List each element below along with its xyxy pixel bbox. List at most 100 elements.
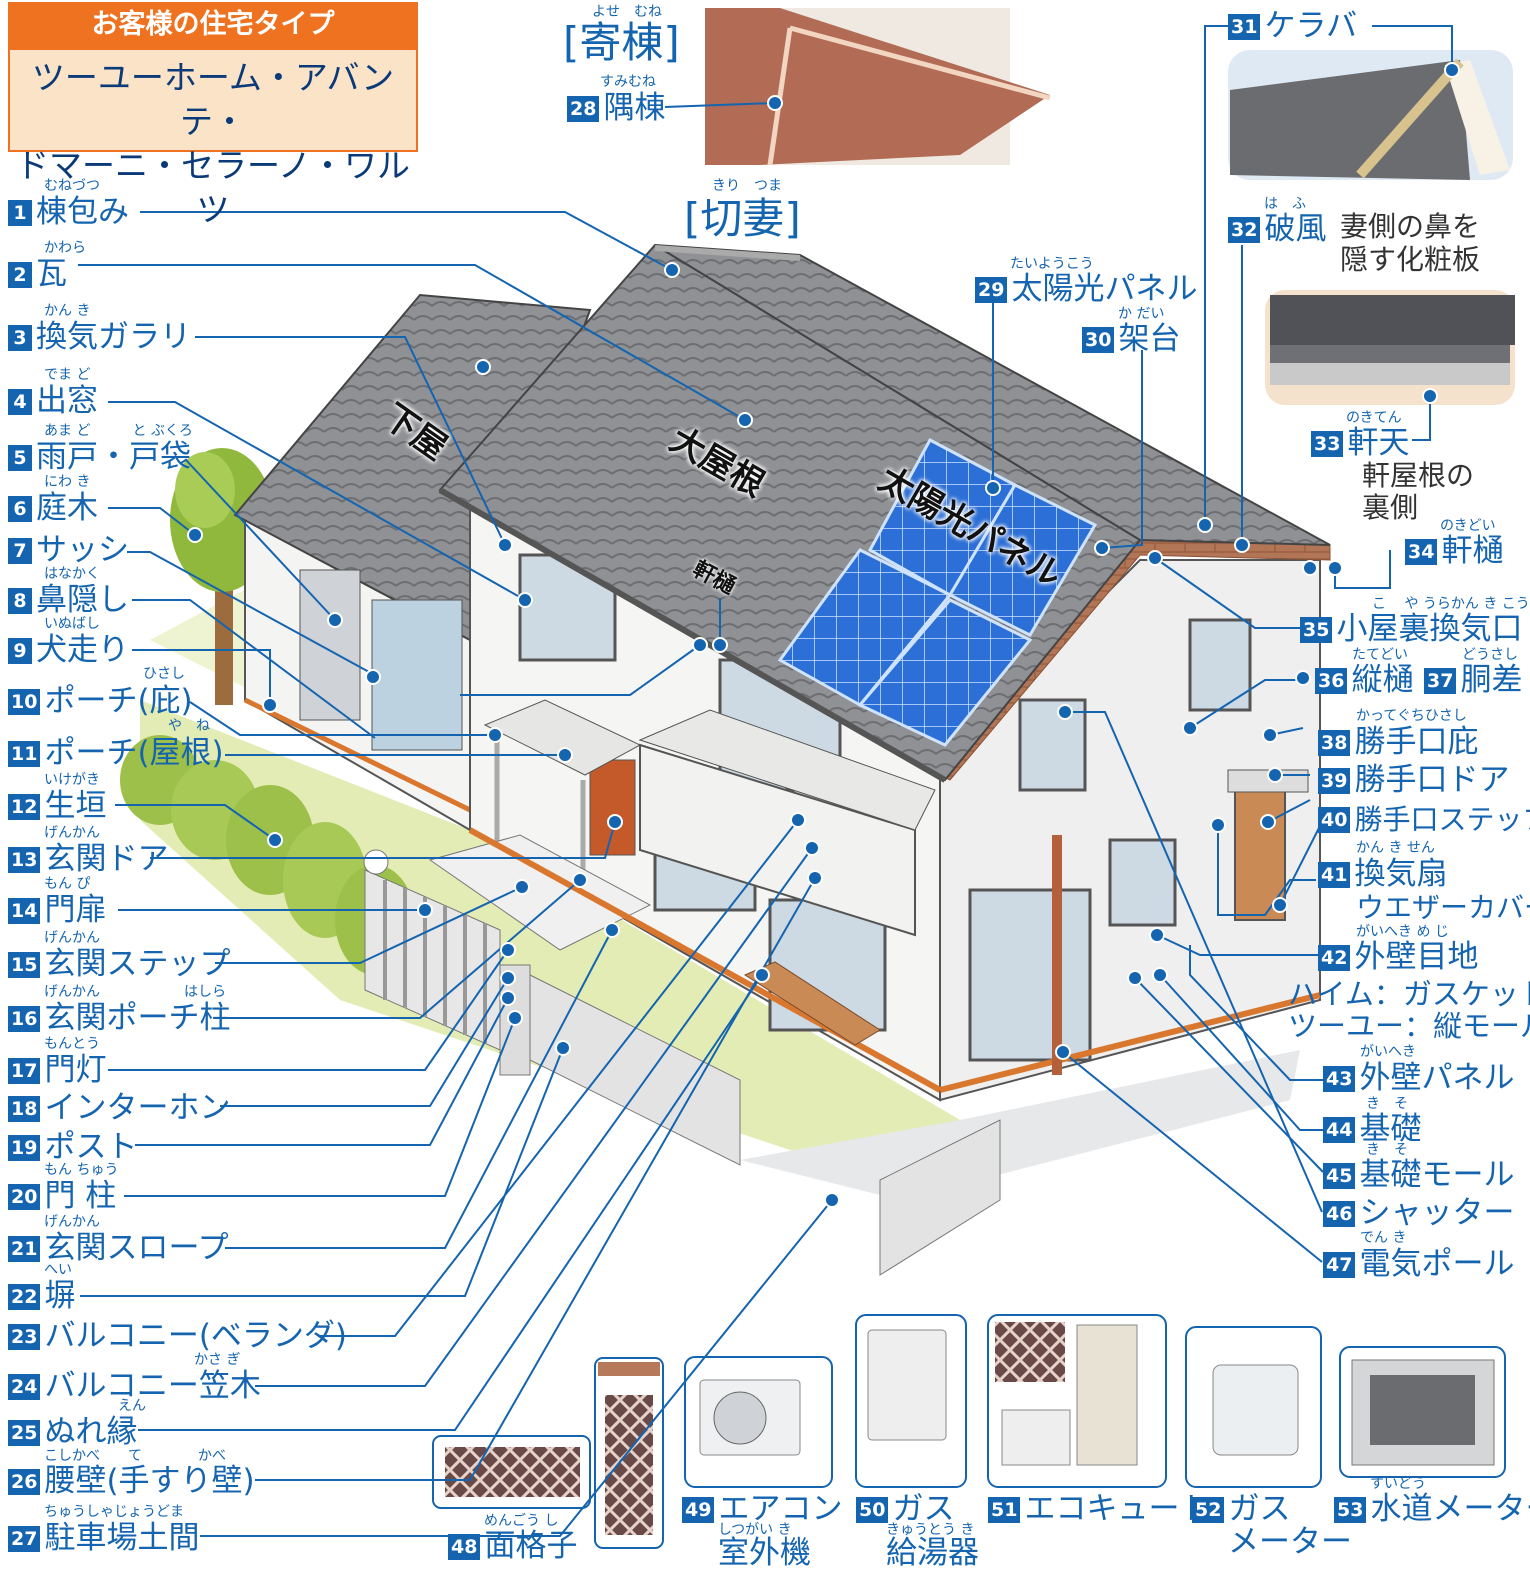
ruby-28: すみむね	[600, 74, 656, 90]
ruby-35: こ や うらかん き こう	[1372, 596, 1530, 612]
ruby-38: かってぐちひさし	[1356, 708, 1467, 724]
ruby-33: のきてん	[1346, 410, 1402, 426]
ruby-14: もん ぴ	[44, 876, 91, 892]
house-type-line-2: ドマーニ・セラーノ・ワルツ	[15, 146, 411, 229]
ruby-5: あま ど と ぶくろ	[44, 423, 193, 439]
joint-note-1: ハイム：ガスケット	[1288, 977, 1530, 1011]
gas-ruby: きゅうとう き	[886, 1522, 975, 1538]
ruby-6: にわ き	[44, 474, 91, 490]
house-type-line-1: ツーユーホーム・アバンテ・	[31, 58, 395, 141]
photo-kerabe	[1228, 50, 1513, 180]
yosemune-ruby: よせ むね	[592, 4, 662, 20]
label-53: 53水道メーター	[1334, 1491, 1530, 1527]
ruby-24: かさ ぎ	[194, 1352, 241, 1368]
house-type-heading: お客様の住宅タイプ	[8, 2, 418, 48]
leader-dots	[187, 62, 1460, 1208]
meter-sub-label: メーター	[1228, 1524, 1352, 1560]
ruby-16: げんかん はしら	[44, 984, 226, 1000]
ruby-21: げんかん	[44, 1214, 100, 1230]
joint-note-2: ツーユー：縦モール	[1288, 1009, 1530, 1043]
ruby-29: たいようこう	[1010, 256, 1094, 272]
ruby-36: たてどい	[1352, 647, 1408, 663]
ac-ruby: しつがい き	[718, 1522, 792, 1538]
ruby-13: げんかん	[44, 825, 100, 841]
ruby-44: き そ	[1366, 1096, 1408, 1112]
ruby-1: むねづつ	[44, 178, 100, 194]
gate-wall	[363, 849, 1001, 1276]
equip-boxes	[432, 1314, 1506, 1549]
leader-lines	[78, 25, 1453, 1537]
ruby-2: かわら	[44, 240, 86, 256]
ruby-9: いぬばし	[44, 616, 100, 632]
yosemune-title: [寄棟]	[563, 18, 680, 67]
ruby-41: かん き せん	[1356, 840, 1435, 856]
ruby-25: えん	[118, 1398, 146, 1414]
ruby-12: いけがき	[44, 772, 100, 788]
nokiten-note-2: 裏側	[1362, 491, 1419, 524]
ruby-15: げんかん	[44, 930, 100, 946]
nokiten-note-1: 軒屋根の	[1362, 459, 1475, 492]
ruby-4: でま ど	[44, 367, 91, 383]
ruby-53: すいどう	[1370, 1476, 1426, 1492]
main-house	[428, 498, 1331, 1102]
ac-sub-label: 室外機	[718, 1535, 811, 1571]
gas-sub-label: 給湯器	[886, 1535, 979, 1571]
ruby-43: がいへき	[1360, 1044, 1416, 1060]
house-type-list: ツーユーホーム・アバンテ・ ドマーニ・セラーノ・ワルツ	[8, 48, 418, 229]
ruby-32: は ふ	[1264, 196, 1306, 212]
ruby-3: かん き	[44, 303, 91, 319]
hip-roof-inset	[705, 8, 1051, 166]
kirizuma-title: [切妻]	[684, 194, 801, 243]
ruby-20: もん ちゅう	[44, 1162, 119, 1178]
ruby-30: か だい	[1118, 306, 1165, 322]
ruby-47: でん き	[1360, 1230, 1407, 1246]
ruby-45: き そ	[1366, 1142, 1408, 1158]
ruby-34: のきどい	[1440, 518, 1496, 534]
ruby-26: こしかべ て かべ	[44, 1448, 226, 1464]
fan-sub-label: ウエザーカバー	[1356, 891, 1530, 924]
hafu-note-2: 隠す化粧板	[1340, 243, 1481, 276]
hafu-note-1: 妻側の鼻を	[1340, 210, 1481, 243]
ruby-48: めんごう し	[484, 1513, 559, 1529]
